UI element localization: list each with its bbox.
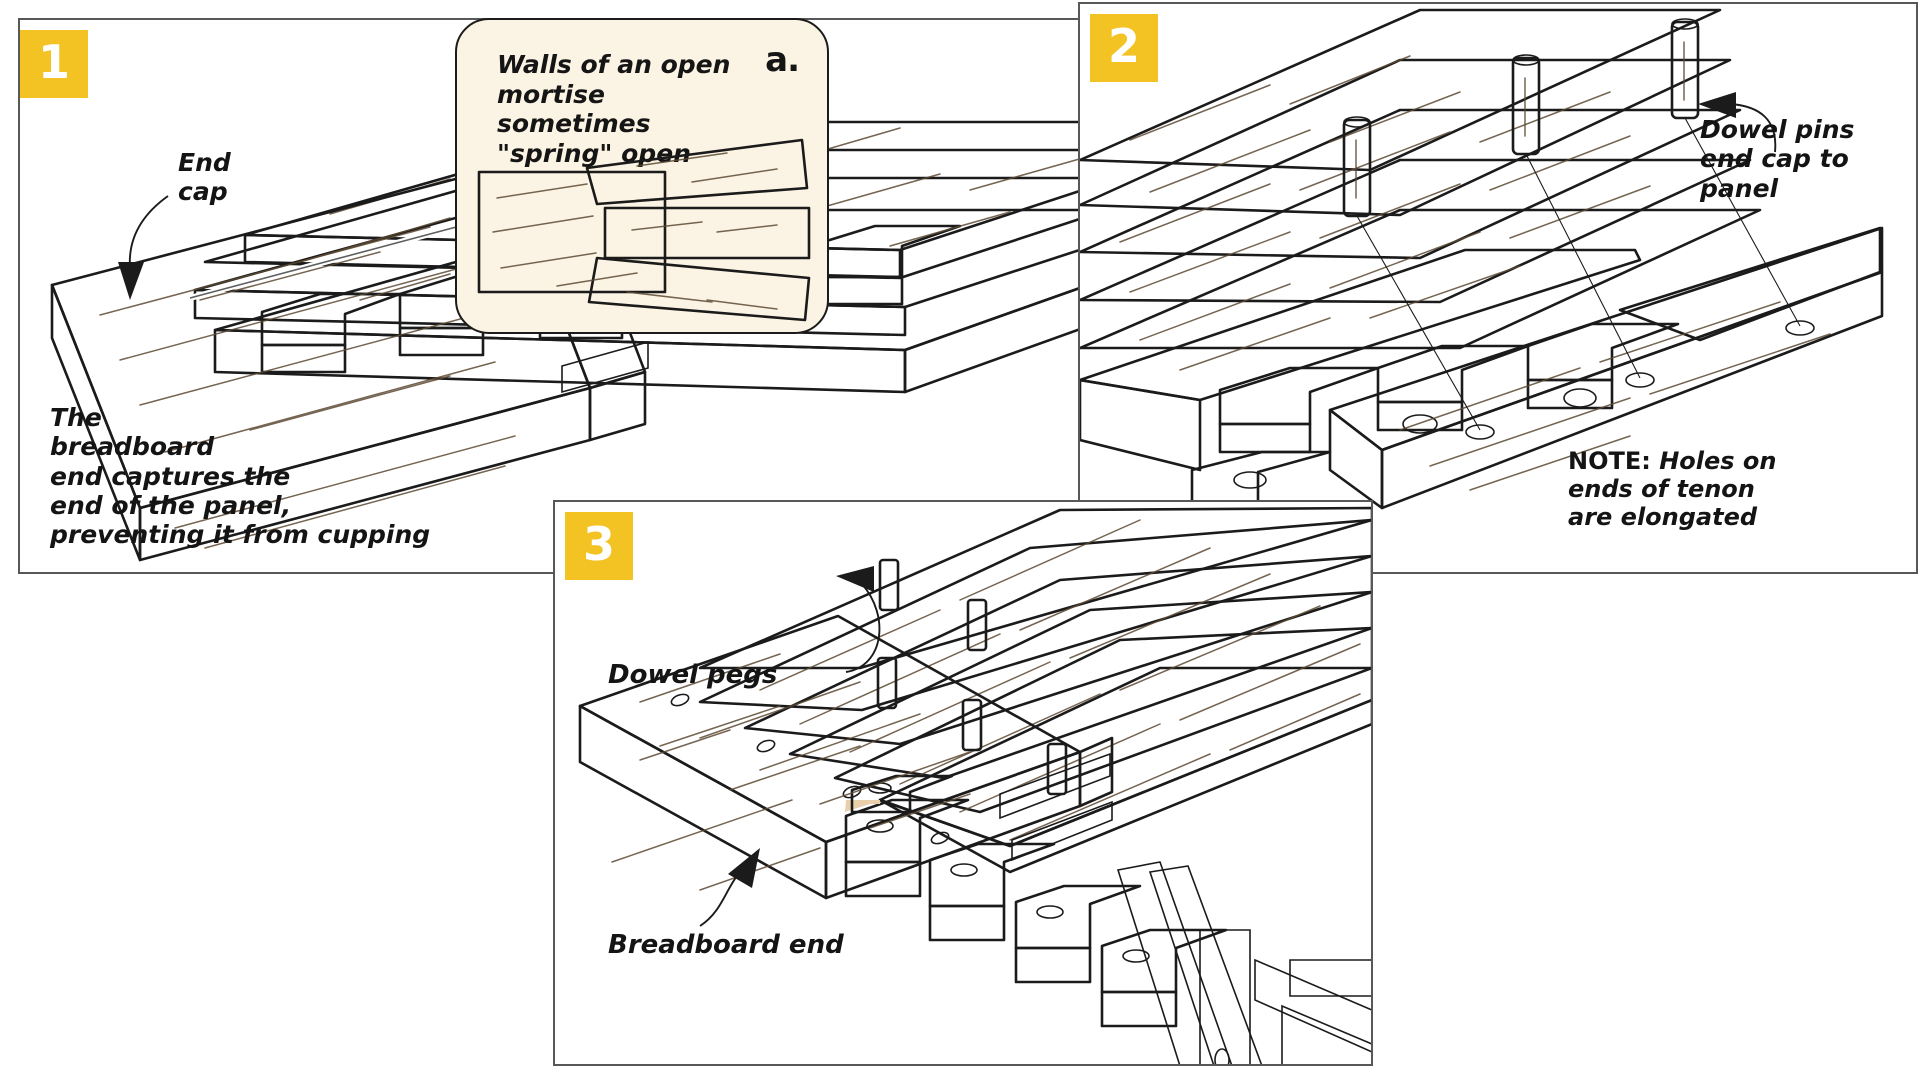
panel-3-frame: [553, 500, 1373, 1066]
label-note: NOTE: Holes on ends of tenon are elongat…: [1568, 447, 1868, 531]
step-badge-2-number: 2: [1107, 19, 1140, 73]
label-note-prefix: NOTE:: [1568, 447, 1651, 475]
label-end-cap: End cap: [178, 148, 231, 207]
callout-letter: a.: [765, 40, 800, 80]
label-dowel-pegs: Dowel pegs: [608, 660, 778, 690]
step-badge-2: 2: [1090, 14, 1158, 82]
step-badge-3: 3: [565, 512, 633, 580]
step-badge-1-number: 1: [37, 35, 70, 89]
callout-text: Walls of an open mortise sometimes "spri…: [497, 50, 731, 168]
label-breadboard-caption: The breadboard end captures the end of t…: [50, 403, 431, 549]
step-badge-1: 1: [20, 30, 88, 98]
label-breadboard-end: Breadboard end: [608, 930, 844, 960]
label-dowel-pins: Dowel pins end cap to panel: [1700, 115, 1855, 203]
callout-bubble-a: a. Walls of an open mortise sometimes "s…: [455, 18, 829, 334]
step-badge-3-number: 3: [582, 517, 615, 571]
label-note-body: Holes on ends of tenon are elongated: [1568, 447, 1777, 532]
callout-detail-artwork: [477, 138, 811, 322]
